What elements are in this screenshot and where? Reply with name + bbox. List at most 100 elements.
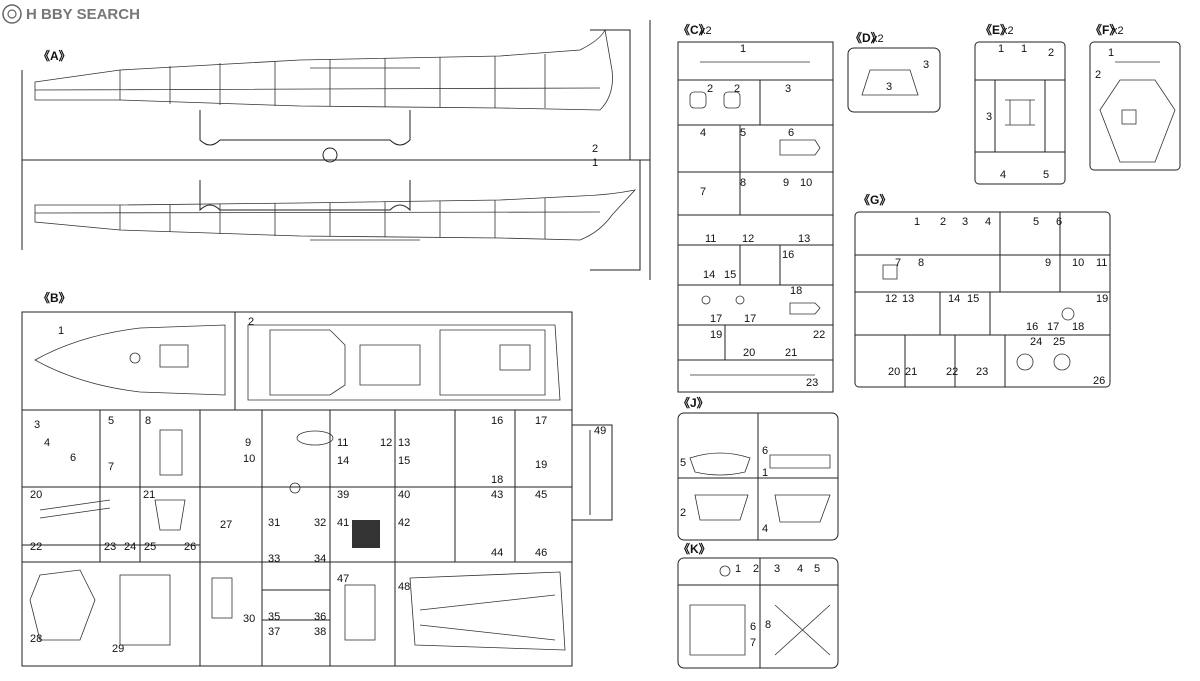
sprue-g-part-13: 13 <box>902 293 914 305</box>
sprue-b-part-37: 37 <box>268 626 280 638</box>
sprue-f: 《F》 x2 1 2 <box>1089 22 1181 171</box>
sprue-a: 《A》 2 1 <box>21 20 651 280</box>
sprue-c-part-10: 10 <box>800 177 812 189</box>
sprue-b-part-17: 17 <box>535 415 547 427</box>
sprue-g-part-5: 5 <box>1033 216 1039 228</box>
sprue-a-label: 《A》 <box>38 48 71 63</box>
sprue-g-part-24: 24 <box>1030 336 1042 348</box>
sprue-j-part-1: 1 <box>762 467 768 479</box>
sprue-c: 《C》 x2 1 2 2 3 4 5 6 7 8 9 10 11 12 13 1… <box>677 22 834 393</box>
sprue-b-part-44: 44 <box>491 547 503 559</box>
logo-brand: H BBY SEARCH <box>26 6 140 23</box>
sprue-g-part-18: 18 <box>1072 321 1084 333</box>
sprue-c-part-21: 21 <box>785 347 797 359</box>
sprue-b-part-26: 26 <box>184 541 196 553</box>
sprue-d-part-3a: 3 <box>923 59 929 71</box>
sprue-d: 《D》 x2 3 3 <box>847 30 941 113</box>
sprue-g-part-6: 6 <box>1056 216 1062 228</box>
sprue-c-part-16: 16 <box>782 249 794 261</box>
sprue-g-part-17: 17 <box>1047 321 1059 333</box>
sprue-c-part-4: 4 <box>700 127 706 139</box>
sprue-c-part-18: 18 <box>790 285 802 297</box>
sprue-b-label: 《B》 <box>38 290 71 305</box>
sprue-c-part-12: 12 <box>742 233 754 245</box>
sprue-k-part-8: 8 <box>765 619 771 631</box>
sprue-e-part-5: 5 <box>1043 169 1049 181</box>
sprue-c-part-13: 13 <box>798 233 810 245</box>
sprue-c-part-1: 1 <box>740 43 746 55</box>
sprue-b-part-36: 36 <box>314 611 326 623</box>
sprue-c-part-6: 6 <box>788 127 794 139</box>
sprue-c-part-15: 15 <box>724 269 736 281</box>
sprue-e: 《E》 x2 1 1 2 3 4 5 <box>974 22 1066 185</box>
sprue-c-part-17b: 17 <box>744 313 756 325</box>
sprue-b-part-38: 38 <box>314 626 326 638</box>
sprue-b-part-21: 21 <box>143 489 155 501</box>
sprue-b: 《B》 1 2 3 4 5 6 7 8 9 <box>21 290 613 667</box>
sprue-b-part-16: 16 <box>491 415 503 427</box>
sprue-b-part-25: 25 <box>144 541 156 553</box>
sprue-b-part-4: 4 <box>44 437 50 449</box>
sprue-b-part-42: 42 <box>398 517 410 529</box>
sprue-c-part-14: 14 <box>703 269 715 281</box>
sprue-e-label: 《E》 <box>980 22 1012 37</box>
sprue-g-part-14: 14 <box>948 293 960 305</box>
sprue-b-part-39: 39 <box>337 489 349 501</box>
sprue-g-part-22: 22 <box>946 366 958 378</box>
sprue-b-part-20: 20 <box>30 489 42 501</box>
hobby-search-logo: H BBY SEARCH <box>2 4 140 24</box>
sprue-a-part-2: 2 <box>592 143 598 155</box>
sprue-b-part-34: 34 <box>314 553 326 565</box>
sprue-g-part-4: 4 <box>985 216 991 228</box>
sprue-c-part-22: 22 <box>813 329 825 341</box>
sprue-e-part-2: 2 <box>1048 47 1054 59</box>
sprue-a-part-1: 1 <box>592 157 598 169</box>
sprue-c-label: 《C》 <box>678 22 711 37</box>
sprue-b-part-49: 49 <box>594 425 606 437</box>
sprue-f-qty: x2 <box>1112 25 1124 37</box>
sprue-b-part-8: 8 <box>145 415 151 427</box>
sprue-b-part-14: 14 <box>337 455 349 467</box>
sprue-f-part-2: 2 <box>1095 69 1101 81</box>
sprue-b-part-46: 46 <box>535 547 547 559</box>
sprue-c-part-5: 5 <box>740 127 746 139</box>
sprue-e-part-1a: 1 <box>998 43 1004 55</box>
sprue-f-label: 《F》 <box>1090 22 1121 37</box>
sprue-c-part-20: 20 <box>743 347 755 359</box>
sprue-b-part-35: 35 <box>268 611 280 623</box>
sprue-b-part-48: 48 <box>398 581 410 593</box>
sprue-b-part-11: 11 <box>337 437 348 449</box>
sprue-c-part-11: 11 <box>705 233 716 245</box>
sprue-c-part-2a: 2 <box>707 83 713 95</box>
sprue-j-part-6: 6 <box>762 445 768 457</box>
sprue-b-part-45: 45 <box>535 489 547 501</box>
sprue-b-part-41: 41 <box>337 517 349 529</box>
sprue-g-part-20: 20 <box>888 366 900 378</box>
sprue-b-part-40: 40 <box>398 489 410 501</box>
sprue-g-part-9: 9 <box>1045 257 1051 269</box>
sprue-g-part-21: 21 <box>905 366 917 378</box>
sprue-b-part-32: 32 <box>314 517 326 529</box>
sprue-c-part-9: 9 <box>783 177 789 189</box>
sprue-c-part-23: 23 <box>806 377 818 389</box>
sprue-k-part-6: 6 <box>750 621 756 633</box>
sprue-k-part-2: 2 <box>753 563 759 575</box>
sprue-b-part-1: 1 <box>58 325 64 337</box>
sprue-b-part-15: 15 <box>398 455 410 467</box>
sprue-g-part-11: 11 <box>1096 257 1107 269</box>
sprue-c-part-8: 8 <box>740 177 746 189</box>
sprue-b-part-27: 27 <box>220 519 232 531</box>
sprue-k-part-7: 7 <box>750 637 756 649</box>
sprue-j: 《J》 5 6 1 2 4 <box>677 395 839 541</box>
sprue-k-part-4: 4 <box>797 563 803 575</box>
sprue-c-part-3: 3 <box>785 83 791 95</box>
sprue-b-part-5: 5 <box>108 415 114 427</box>
sprue-g-label: 《G》 <box>858 192 891 207</box>
sprue-b-part-10: 10 <box>243 453 255 465</box>
sprue-j-part-4: 4 <box>762 523 768 535</box>
sprue-b-part-30: 30 <box>243 613 255 625</box>
sprue-g-part-19: 19 <box>1096 293 1108 305</box>
sprue-e-qty: x2 <box>1002 25 1014 37</box>
sprue-c-part-17a: 17 <box>710 313 722 325</box>
